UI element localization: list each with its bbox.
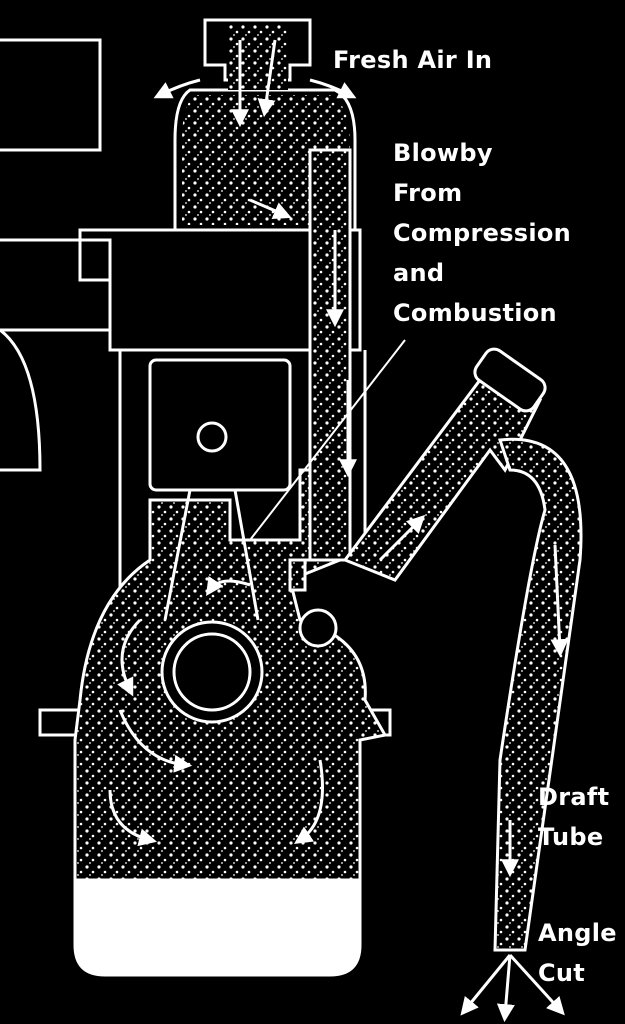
label-draft-tube: Draft Tube (538, 777, 609, 857)
label-blowby: Blowby From Compression and Combustion (393, 133, 571, 333)
camshaft (298, 608, 338, 648)
blowby-pointer (249, 339, 406, 541)
label-blowby-line-2: From (393, 179, 463, 207)
draft-tube-cap (473, 347, 547, 413)
label-draft-line-2: Tube (538, 823, 604, 851)
oil-pan (73, 878, 362, 977)
draft-tube-down (493, 437, 583, 952)
breather-vapor (228, 25, 288, 90)
label-angle-cut: Angle Cut (538, 913, 617, 993)
label-angle-line-1: Angle (538, 919, 617, 947)
cylinder-head (78, 228, 362, 352)
label-blowby-line-3: Compression (393, 219, 572, 247)
label-blowby-line-4: and (393, 259, 445, 287)
label-draft-line-1: Draft (538, 783, 610, 811)
label-angle-line-2: Cut (538, 959, 586, 987)
piston (148, 358, 292, 492)
label-blowby-line-1: Blowby (393, 139, 493, 167)
label-fresh-air-in: Fresh Air In (333, 46, 493, 74)
breather-cap (203, 18, 312, 82)
draft-tube (342, 378, 543, 582)
head-left (0, 238, 112, 332)
wrist-pin (196, 421, 228, 453)
intake-manifold (0, 38, 102, 152)
block-left-wall (0, 328, 42, 472)
label-blowby-line-5: Combustion (393, 299, 557, 327)
connecting-rod (163, 489, 260, 621)
head-vapor (182, 95, 350, 225)
